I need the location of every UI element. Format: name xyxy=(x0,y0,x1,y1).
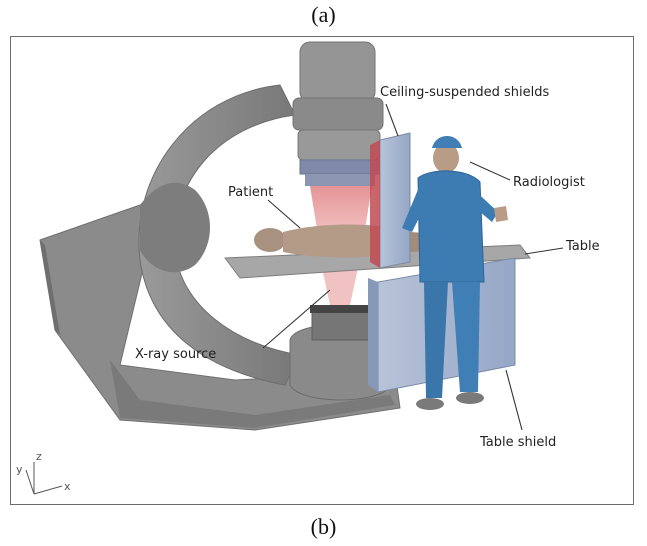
axes-indicator xyxy=(25,462,63,495)
label-xray-source: X-ray source xyxy=(135,347,216,362)
label-patient: Patient xyxy=(228,185,273,200)
radiologist-figure xyxy=(402,136,508,410)
label-table-shield: Table shield xyxy=(479,435,556,450)
caption-top: (a) xyxy=(311,2,336,27)
c-arm-arc xyxy=(138,84,301,386)
axis-label-z: z xyxy=(36,450,42,463)
label-table: Table xyxy=(565,239,600,254)
label-ceiling-shields: Ceiling-suspended shields xyxy=(380,85,549,100)
detector-column xyxy=(292,41,384,186)
axis-label-x: x xyxy=(64,480,71,493)
leader-lines xyxy=(262,103,564,431)
caption-bottom: (b) xyxy=(310,514,337,539)
label-radiologist: Radiologist xyxy=(513,175,585,190)
ceiling-shield-panel xyxy=(370,132,411,269)
xray-source-unit xyxy=(289,305,393,401)
axis-label-y: y xyxy=(16,463,23,476)
